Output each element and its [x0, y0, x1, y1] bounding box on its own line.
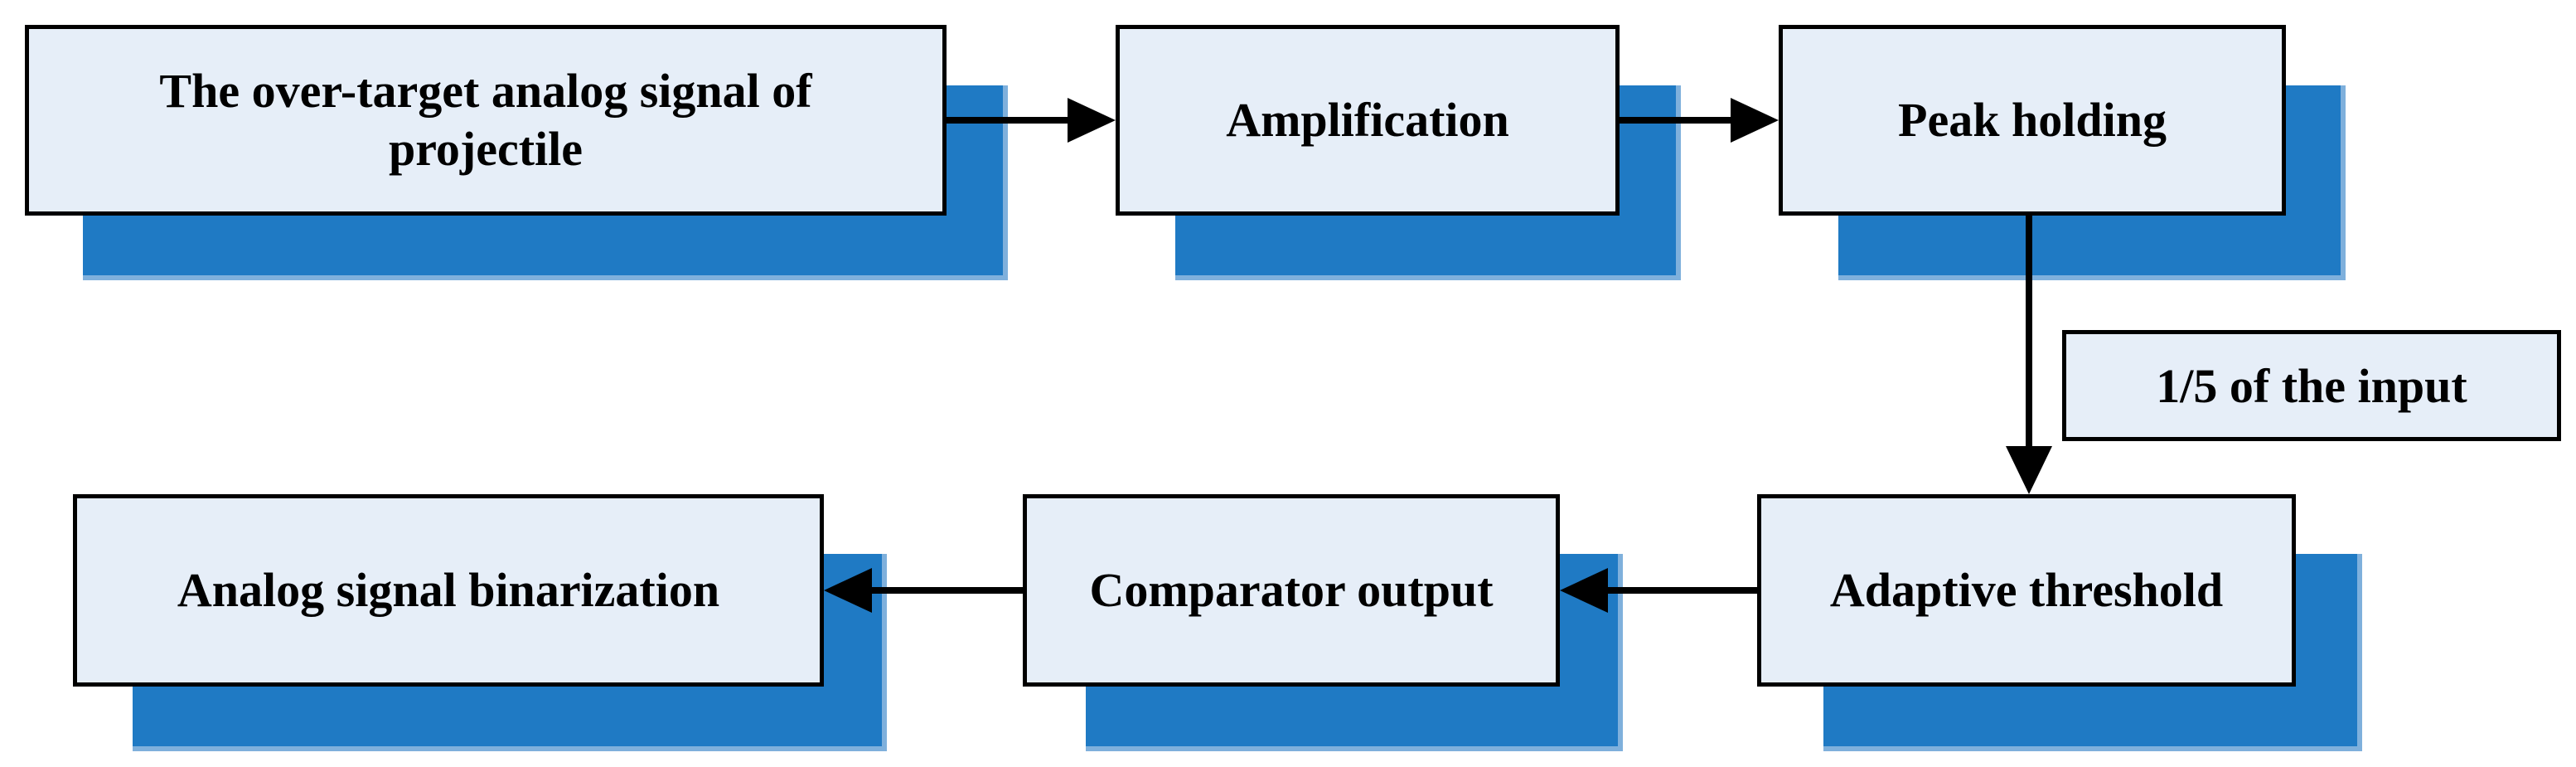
arrow-peak-to-threshold [2006, 216, 2052, 494]
node-input-signal: The over-target analog signal of project… [25, 25, 947, 216]
node-peak-holding-label: Peak holding [1898, 93, 2167, 148]
node-adaptive-threshold: Adaptive threshold [1757, 494, 2296, 687]
node-comparator-output-label: Comparator output [1089, 563, 1494, 618]
arrow-comparator-to-binarization [824, 568, 1023, 613]
node-amplification: Amplification [1116, 25, 1620, 216]
edge-label-peak-to-threshold: 1/5 of the input [2156, 358, 2467, 413]
node-comparator-output: Comparator output [1023, 494, 1560, 687]
node-binarization: Analog signal binarization [73, 494, 824, 687]
node-adaptive-threshold-label: Adaptive threshold [1829, 563, 2224, 618]
edge-label-box: 1/5 of the input [2062, 330, 2561, 441]
arrow-threshold-to-comparator [1560, 568, 1757, 613]
node-peak-holding: Peak holding [1779, 25, 2286, 216]
arrow-amplification-to-peak [1620, 98, 1779, 143]
node-input-signal-label: The over-target analog signal of project… [159, 64, 812, 176]
node-binarization-label: Analog signal binarization [177, 563, 720, 618]
arrow-input-to-amplification [947, 98, 1116, 143]
node-amplification-label: Amplification [1226, 93, 1509, 148]
